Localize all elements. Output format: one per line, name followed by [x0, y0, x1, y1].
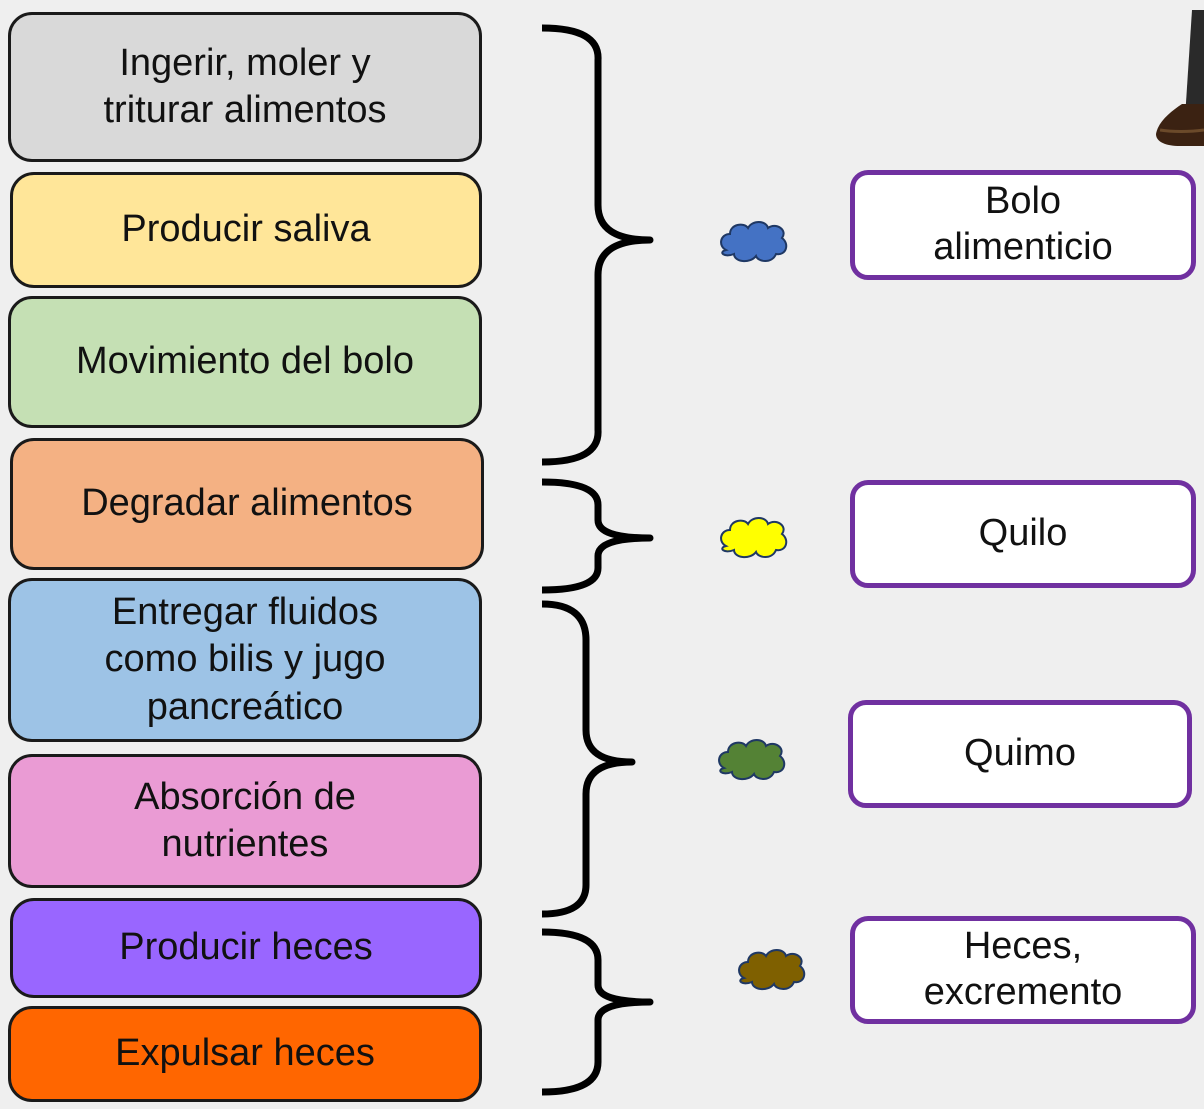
- step-entregar-fluidos: Entregar fluidos como bilis y jugo pancr…: [8, 578, 482, 742]
- step-degradar: Degradar alimentos: [10, 438, 484, 570]
- result-label: Quimo: [964, 732, 1076, 775]
- result-label: Quilo: [978, 512, 1068, 555]
- shoe-icon: [1156, 10, 1204, 146]
- step-label: Ingerir, moler y triturar alimentos: [103, 41, 387, 132]
- blob-blue: [720, 221, 788, 263]
- result-label: Bolo alimenticio: [933, 180, 1113, 268]
- step-saliva: Producir saliva: [10, 172, 482, 288]
- result-quimo: Quimo: [848, 700, 1192, 808]
- step-label: Absorción de nutrientes: [134, 775, 356, 866]
- step-label: Movimiento del bolo: [76, 340, 414, 383]
- blob-brown: [738, 949, 806, 991]
- brace-quilo: [541, 478, 654, 594]
- step-label: Producir heces: [119, 926, 373, 969]
- step-ingerir: Ingerir, moler y triturar alimentos: [8, 12, 482, 162]
- brace-quimo: [541, 600, 636, 918]
- result-heces-excremento: Heces, excremento: [850, 916, 1196, 1024]
- blob-yellow: [720, 517, 788, 559]
- brace-bolo: [541, 24, 654, 466]
- brace-heces: [541, 928, 654, 1096]
- step-label: Expulsar heces: [115, 1032, 375, 1075]
- result-quilo: Quilo: [850, 480, 1196, 588]
- result-bolo-alimenticio: Bolo alimenticio: [850, 170, 1196, 280]
- step-movimiento-bolo: Movimiento del bolo: [8, 296, 482, 428]
- step-label: Entregar fluidos como bilis y jugo pancr…: [104, 590, 386, 728]
- result-label: Heces, excremento: [923, 925, 1123, 1013]
- step-producir-heces: Producir heces: [10, 898, 482, 998]
- step-label: Producir saliva: [121, 208, 371, 251]
- step-absorcion: Absorción de nutrientes: [8, 754, 482, 888]
- step-label: Degradar alimentos: [81, 482, 413, 525]
- step-expulsar-heces: Expulsar heces: [8, 1006, 482, 1102]
- blob-green: [718, 739, 786, 781]
